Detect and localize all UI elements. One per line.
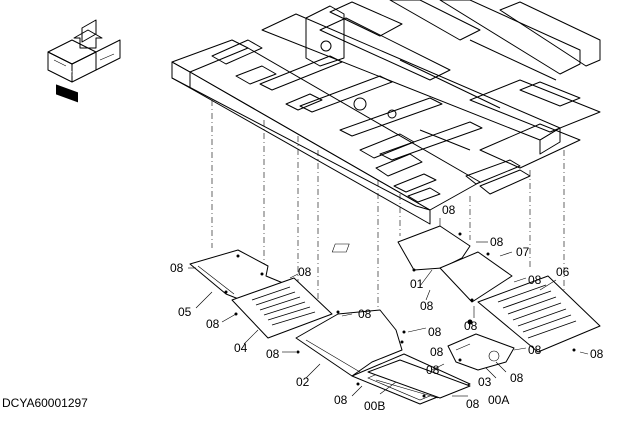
leader-lines [188,218,589,397]
cover-panel-00a [367,359,471,399]
callout: 08 [528,273,542,287]
callout: 08 [206,317,220,331]
callout: 08 [528,343,542,357]
callout: 03 [478,375,492,389]
callout: 00B [364,399,385,413]
callout: 08 [430,345,444,359]
cover-panel-04 [231,272,333,339]
callout: 07 [516,245,530,259]
callout: 08 [358,307,372,321]
assembly-lines [211,100,565,310]
callout: 08 [590,347,604,361]
callout: 08 [170,261,184,275]
diagram-code: DCYA60001297 [2,396,88,410]
callout: 08 [510,371,524,385]
callout: 00A [488,393,509,407]
callout: 05 [178,305,192,319]
callout-labels: 08 08 05 08 04 08 02 08 00B 08 08 07 08 … [170,203,604,413]
callout: 08 [442,203,456,217]
cover-panel-02 [295,309,406,377]
cover-panel-07 [439,251,513,303]
cover-panel-03 [447,319,515,371]
callout: 08 [298,265,312,279]
callout: 08 [466,397,480,411]
callout: 04 [234,341,248,355]
upper-frame [171,0,601,225]
callout: 08 [266,347,280,361]
callout: 08 [334,393,348,407]
cover-panel-06 [477,275,601,353]
callout: 08 [464,319,478,333]
callout: 02 [296,375,310,389]
orientation-icon: FRONT [47,19,121,103]
callout: 01 [410,277,424,291]
callout: 08 [428,325,442,339]
callout: 08 [490,235,504,249]
callout: 06 [556,265,570,279]
callout: 08 [420,299,434,313]
front-label-plate [56,84,78,103]
callout: 08 [426,363,440,377]
